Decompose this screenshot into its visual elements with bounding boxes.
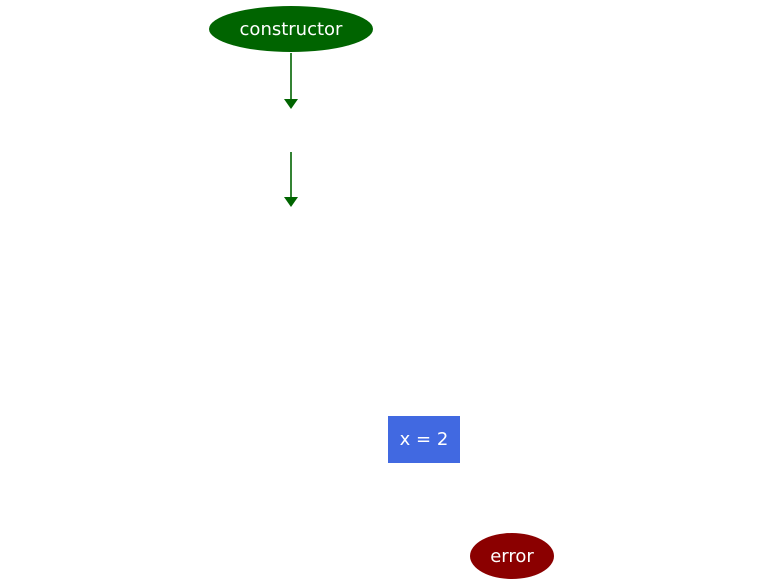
- constructor-node: constructor: [209, 6, 373, 52]
- error-node-label: error: [490, 546, 534, 567]
- assign-node-label: x = 2: [400, 429, 449, 450]
- error-node: error: [470, 533, 554, 579]
- constructor-node-label: constructor: [240, 19, 344, 40]
- assign-node: x = 2: [388, 416, 460, 463]
